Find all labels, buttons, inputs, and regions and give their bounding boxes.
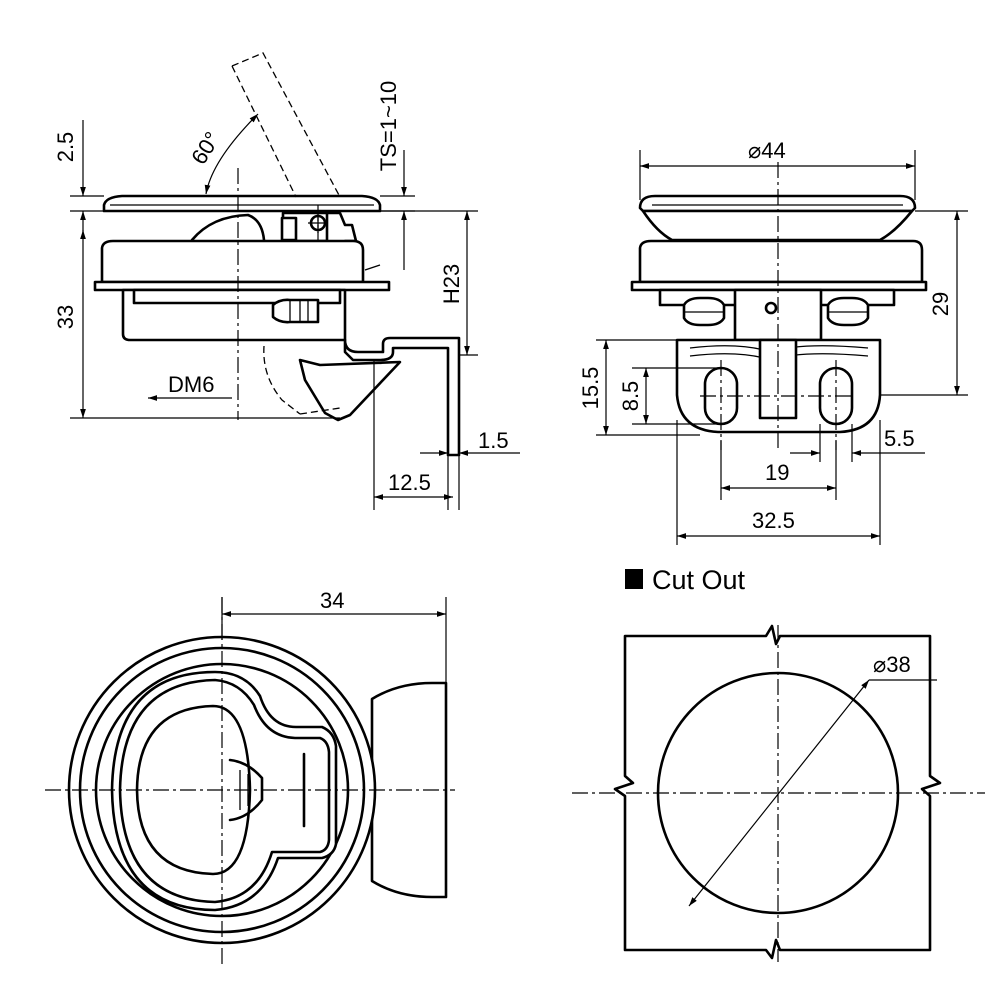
side-view <box>93 52 461 457</box>
cutout-title: Cut Out <box>652 565 746 595</box>
dim-5-5-label: 5.5 <box>884 426 915 451</box>
top-view <box>45 597 455 965</box>
front-view-dimensions: ⌀44 29 15.5 8.5 5.5 19 32.5 <box>578 138 968 545</box>
top-view-dimensions: 34 <box>221 588 447 683</box>
dim-19-label: 19 <box>765 460 789 485</box>
dm6-label: DM6 <box>168 372 214 397</box>
dim-1-5-label: 1.5 <box>478 428 509 453</box>
dim-32-5-label: 32.5 <box>752 508 795 533</box>
dim-34-label: 34 <box>320 588 344 613</box>
dim-2-5-label: 2.5 <box>53 132 78 163</box>
dia-38-label: ⌀38 <box>873 652 911 677</box>
side-view-dimensions: 2.5 60° TS=1~10 33 H23 DM6 1.5 12.5 <box>53 81 520 510</box>
dim-8-5-label: 8.5 <box>618 381 643 412</box>
dim-h23-label: H23 <box>439 264 464 304</box>
cutout-view: Cut Out ⌀38 <box>572 565 985 962</box>
cutout-title-marker <box>625 569 643 589</box>
dim-29-label: 29 <box>928 292 953 316</box>
ts-label: TS=1~10 <box>376 81 401 172</box>
dim-15-5-label: 15.5 <box>578 367 603 410</box>
dim-33-label: 33 <box>53 305 78 329</box>
dia-44-label: ⌀44 <box>748 138 786 163</box>
front-view <box>630 162 928 450</box>
dim-12-5-label: 12.5 <box>388 470 431 495</box>
